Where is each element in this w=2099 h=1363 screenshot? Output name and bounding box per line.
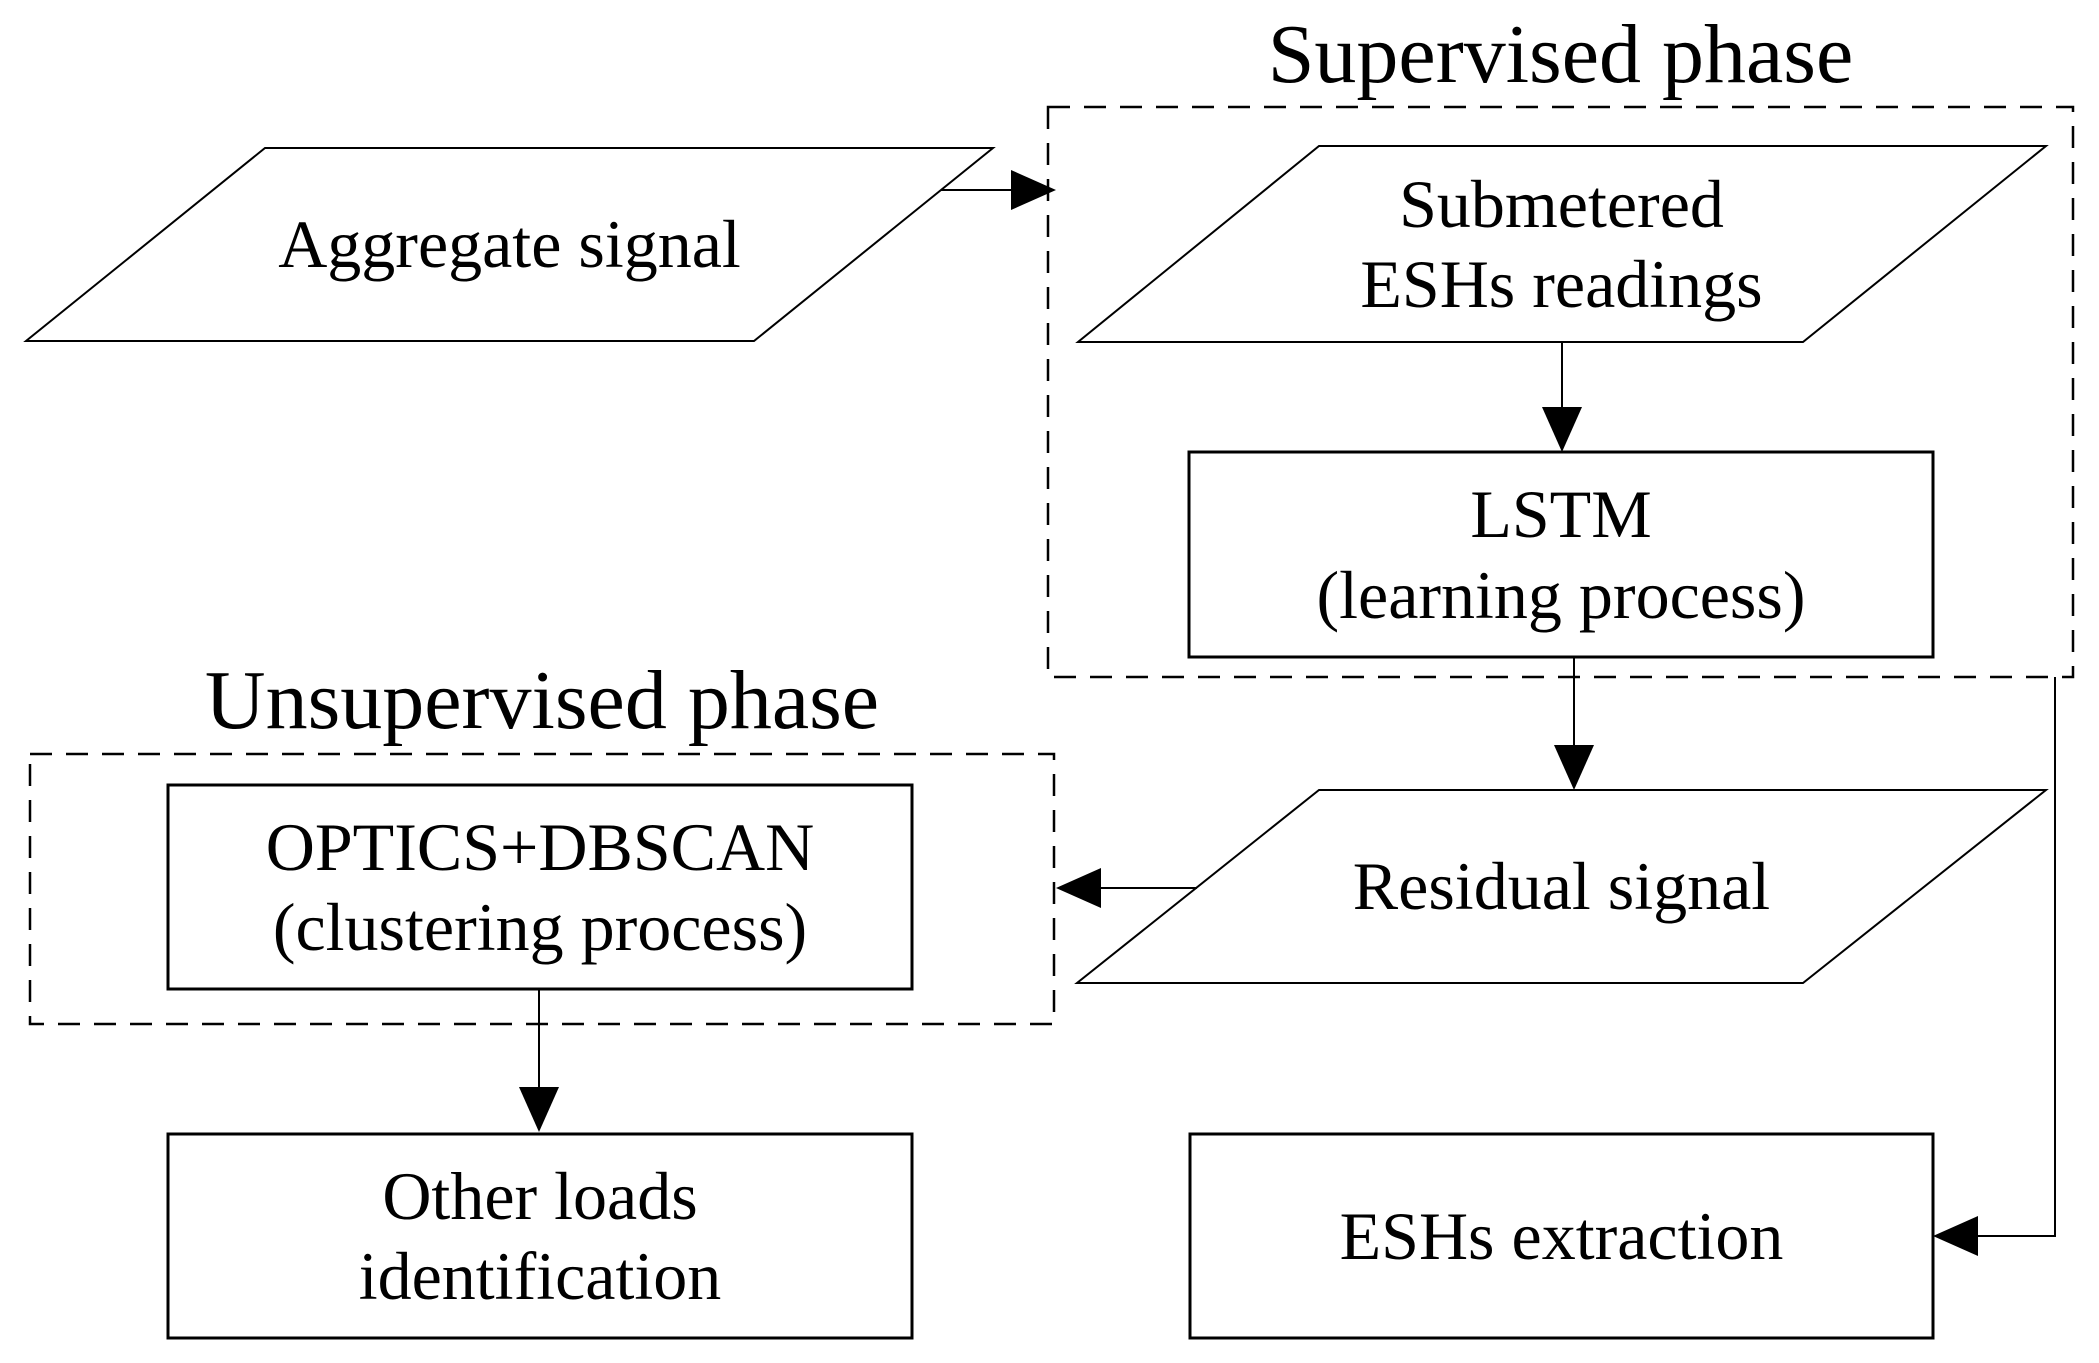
arrow-lstm-to-residual xyxy=(1554,657,1594,790)
arrow-residual-to-optics xyxy=(1056,868,1197,908)
submetered-readings-parallelogram xyxy=(1075,145,2049,343)
other-loads-box xyxy=(166,1132,914,1340)
residual-signal-parallelogram xyxy=(1074,789,2049,984)
optics-dbscan-box xyxy=(166,783,914,991)
arrow-residual-to-eshs-extraction xyxy=(1933,677,2056,1256)
arrow-submetered-to-lstm xyxy=(1542,341,1582,452)
lstm-box xyxy=(1187,450,1935,659)
eshs-extraction-box xyxy=(1188,1132,1935,1340)
aggregate-signal-parallelogram xyxy=(23,147,996,342)
unsupervised-phase-dashed-box xyxy=(28,752,1056,1026)
arrow-optics-to-other-loads xyxy=(519,989,559,1132)
arrow-aggregate-to-submetered xyxy=(941,170,1056,210)
supervised-phase-dashed-box xyxy=(1046,105,2075,679)
